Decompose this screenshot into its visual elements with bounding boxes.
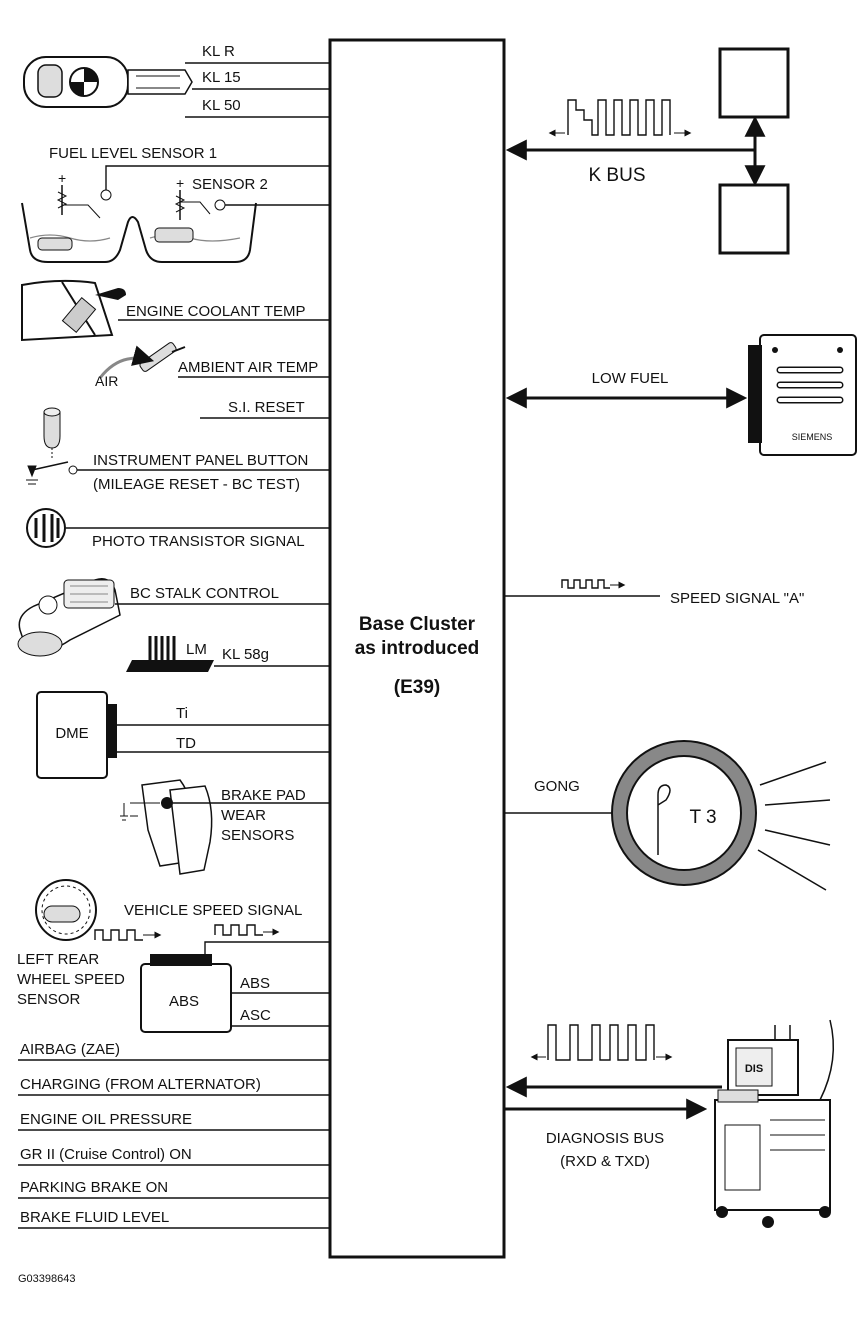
photo-transistor-label: PHOTO TRANSISTOR SIGNAL [92,533,305,550]
cluster-title-line1: Base Cluster [359,614,476,635]
ambient-air-temp-label: AMBIENT AIR TEMP [178,359,318,376]
brake-fluid-label: BRAKE FLUID LEVEL [20,1209,169,1226]
photo-transistor-icon [26,508,66,548]
ip-button-label-1: INSTRUMENT PANEL BUTTON [93,452,308,469]
asc-line-label: ASC [240,1007,271,1024]
brake-pad-icon [120,779,213,875]
dme-module-icon [36,691,117,779]
abs-line-label: ABS [240,975,270,992]
dme-label: DME [55,725,88,742]
wheel-sensor-label-1: LEFT REAR [17,951,99,968]
svg-text:+: + [58,170,66,186]
wheel-sensor-label-3: SENSOR [17,991,81,1008]
brake-pad-label-2: WEAR [221,807,266,824]
fuel-tank-icon: + + [21,170,257,263]
dis-label: DIS [745,1063,763,1075]
base-cluster-box [328,38,506,1259]
diag-bus-label-1: DIAGNOSIS BUS [546,1130,664,1147]
coolant-sensor-icon [21,279,126,342]
brake-pad-label-1: BRAKE PAD [221,787,306,804]
air-label: AIR [95,373,118,389]
wheel-speed-sensor-icon [35,879,97,941]
fuel-sensor-2-label: SENSOR 2 [192,176,268,193]
k-bus-module-icon [718,47,790,255]
key-icon [23,56,193,108]
brake-pad-label-3: SENSORS [221,827,294,844]
bc-stalk-icon [17,578,121,657]
figure-id: G03398643 [18,1273,76,1285]
charging-label: CHARGING (FROM ALTERNATOR) [20,1076,261,1093]
fuel-sensor-1-label: FUEL LEVEL SENSOR 1 [49,145,217,162]
ti-label: Ti [176,705,188,722]
ekm-module-icon [748,334,857,456]
kl-r-label: KL R [202,43,235,60]
cluster-title-line2: as introduced [355,638,480,659]
push-button-icon [26,407,78,485]
td-label: TD [176,735,196,752]
wheel-sensor-label-2: WHEEL SPEED [17,971,125,988]
speed-signal-a-label: SPEED SIGNAL "A" [670,590,804,607]
kl-50-label: KL 50 [202,97,241,114]
airbag-label: AIRBAG (ZAE) [20,1041,120,1058]
oil-pressure-label: ENGINE OIL PRESSURE [20,1111,192,1128]
vehicle-speed-label: VEHICLE SPEED SIGNAL [124,902,302,919]
diag-bus-label-2: (RXD & TXD) [560,1153,650,1170]
siemens-label: SIEMENS [792,432,833,442]
light-module-icon [126,636,214,672]
k-bus-label: K BUS [588,165,645,186]
gong-label: GONG [534,778,580,795]
parking-brake-label: PARKING BRAKE ON [20,1179,168,1196]
dis-tester-icon [714,1019,835,1228]
si-reset-label: S.I. RESET [228,399,305,416]
low-fuel-label: LOW FUEL [592,370,669,387]
abs-box-label: ABS [169,993,199,1010]
ip-button-label-2: (MILEAGE RESET - BC TEST) [93,476,300,493]
svg-text:+: + [176,175,184,191]
air-temp-sensor-icon [98,342,186,379]
gong-t3-label: T 3 [689,807,716,828]
abs-module-icon [140,954,232,1033]
gong-speaker-icon [611,740,831,891]
bc-stalk-label: BC STALK CONTROL [130,585,279,602]
kl-15-label: KL 15 [202,69,241,86]
cruise-label: GR II (Cruise Control) ON [20,1146,192,1163]
lm-label: LM [186,641,207,658]
coolant-temp-label: ENGINE COOLANT TEMP [126,303,305,320]
kl-58g-label: KL 58g [222,646,269,663]
cluster-title-line3: (E39) [394,677,440,698]
